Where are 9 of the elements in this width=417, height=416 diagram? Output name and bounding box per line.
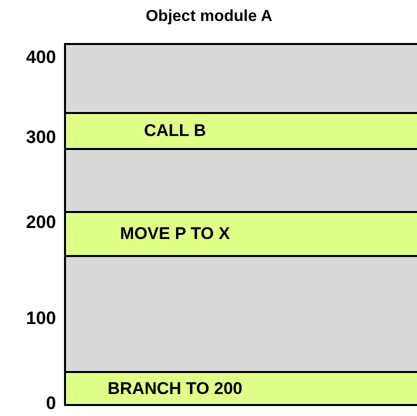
instruction-band: MOVE P TO X — [64, 211, 417, 257]
address-label: 400 — [24, 47, 56, 67]
module-title: Object module A — [144, 8, 274, 26]
address-label: 300 — [24, 127, 56, 147]
address-label: 200 — [24, 212, 56, 232]
instruction-band: BRANCH TO 200 — [64, 371, 417, 406]
instruction-band: CALL B — [64, 112, 417, 150]
address-label: 100 — [24, 308, 56, 328]
address-label: 0 — [44, 393, 56, 413]
